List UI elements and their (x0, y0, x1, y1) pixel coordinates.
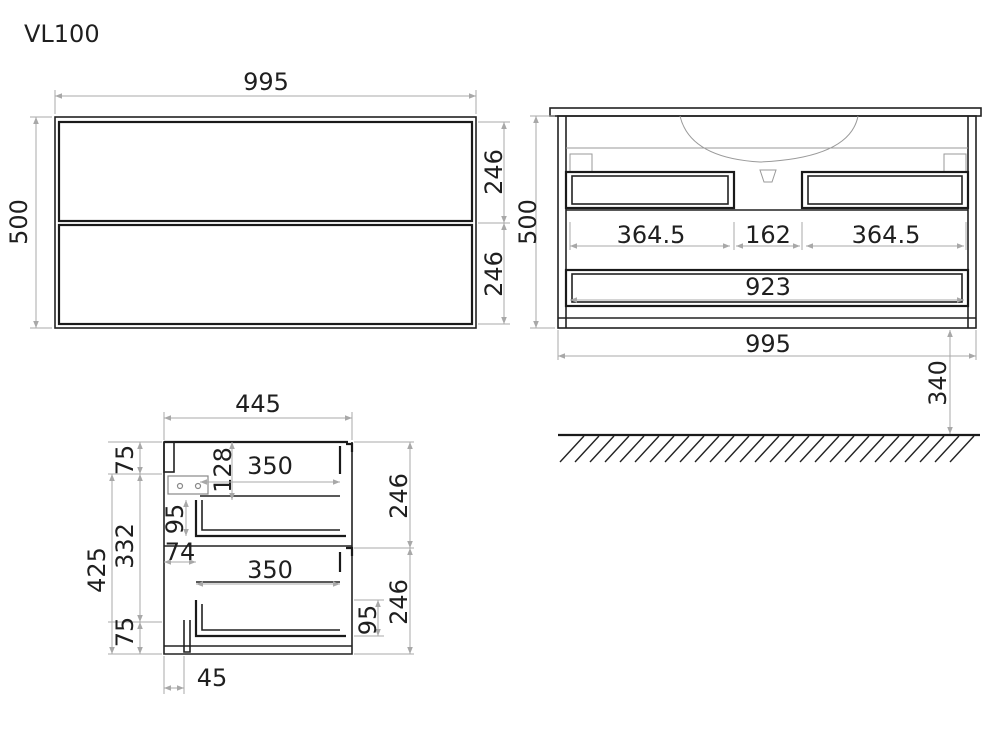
sink-bowl-outline (679, 115, 859, 163)
side-inner-height-label: 332 (111, 523, 139, 569)
side-top-gap-label: 75 (111, 445, 139, 476)
front-view: 995 500 246 246 (5, 68, 510, 329)
back-right-bracket (943, 153, 967, 173)
back-right-upper-drawer (800, 170, 970, 210)
back-view: 364.5 162 364.5 923 500 995 340 (514, 107, 982, 463)
side-lower-drawer-depth-label: 350 (247, 556, 293, 584)
front-upper-drawer-label: 246 (480, 149, 508, 195)
floor-hatching (559, 435, 975, 463)
side-bottom-gap-label: 75 (111, 617, 139, 648)
front-upper-drawer (57, 120, 474, 223)
back-left-bracket (569, 153, 593, 173)
back-middle-label: 162 (745, 221, 791, 249)
front-lower-drawer-label: 246 (480, 251, 508, 297)
side-upper-drawer-height-label: 246 (385, 473, 413, 519)
back-cabinet-outline (557, 115, 977, 329)
back-height-label: 500 (514, 199, 542, 245)
side-upper-drawer-depth-label: 350 (247, 452, 293, 480)
side-wall-bracket (167, 475, 209, 495)
side-lower-drawer (194, 600, 346, 638)
front-cabinet-outline (54, 116, 477, 329)
side-upper-drawer (194, 500, 346, 538)
side-total-inner-label: 425 (83, 547, 111, 593)
side-back-offset-label: 45 (197, 664, 228, 692)
side-lower-handle-label: 95 (354, 605, 382, 636)
back-lower-drawer (564, 268, 970, 308)
sink-drain (759, 169, 777, 183)
back-width-label: 995 (745, 330, 791, 358)
back-left-opening-label: 364.5 (617, 221, 686, 249)
floor-clearance-label: 340 (924, 360, 952, 406)
side-view: 445 75 332 75 425 128 350 95 74 350 (83, 390, 414, 694)
back-countertop (549, 107, 982, 117)
side-depth-label: 445 (235, 390, 281, 418)
model-title: VL100 (24, 20, 100, 48)
back-left-upper-drawer (564, 170, 736, 210)
side-bracket-height-label: 128 (209, 447, 237, 493)
front-width-label: 995 (243, 68, 289, 96)
side-upper-handle-label: 95 (161, 504, 189, 535)
side-lower-drawer-height-label: 246 (385, 579, 413, 625)
front-lower-drawer (57, 223, 474, 326)
back-right-opening-label: 364.5 (852, 221, 921, 249)
front-height-label: 500 (5, 199, 33, 245)
back-bottom-opening-label: 923 (745, 273, 791, 301)
side-offset-label: 74 (165, 538, 196, 566)
